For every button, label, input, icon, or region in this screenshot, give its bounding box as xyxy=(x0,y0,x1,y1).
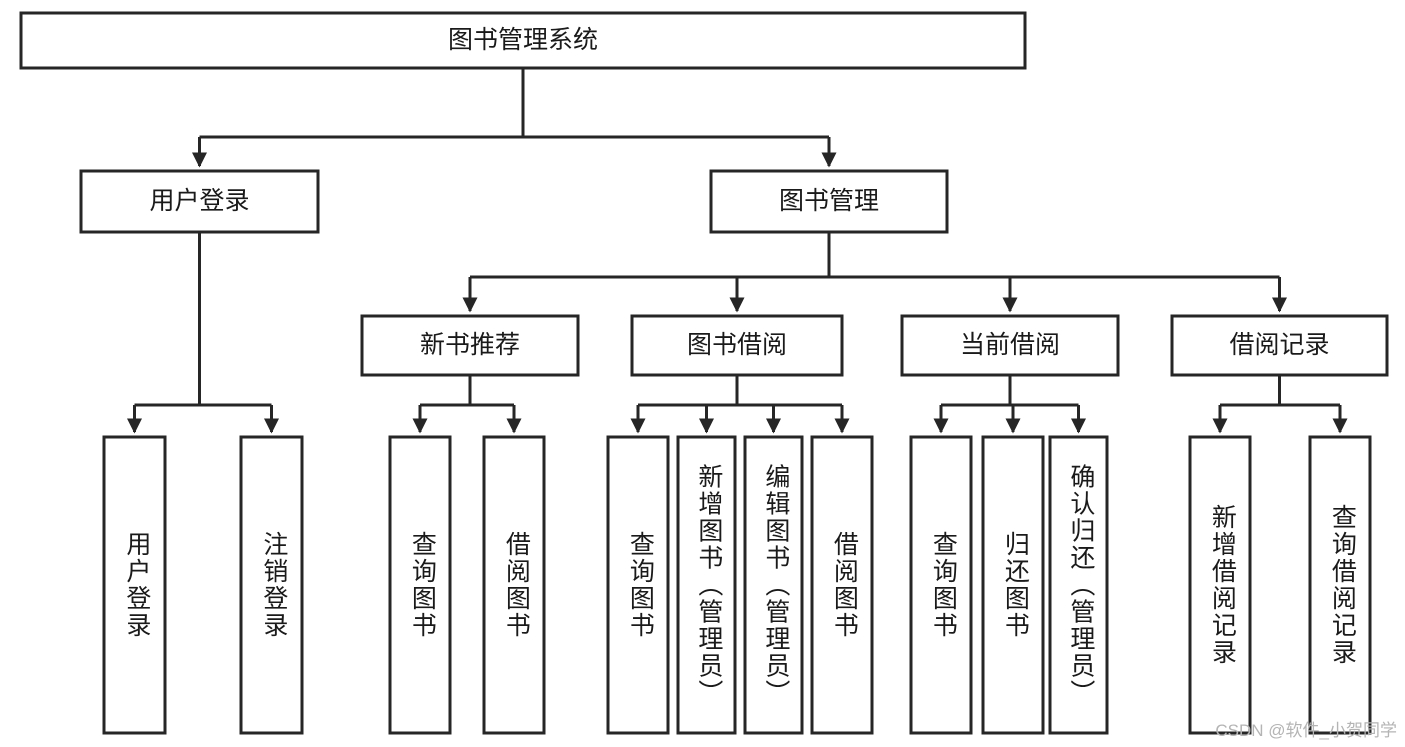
node-查询图书[interactable]: 查询图书 xyxy=(388,435,452,735)
node-查询图书[interactable]: 查询图书 xyxy=(909,435,973,735)
node-图书管理[interactable]: 图书管理 xyxy=(709,169,949,234)
node-查询图书-label: 查询图书 xyxy=(626,531,655,639)
node-借阅记录-box[interactable] xyxy=(1170,314,1389,377)
node-借阅图书-box[interactable] xyxy=(810,435,874,735)
node-注销登录[interactable]: 注销登录 xyxy=(239,435,304,735)
node-借阅图书-label: 借阅图书 xyxy=(830,531,859,639)
connector-layer xyxy=(127,68,1348,434)
node-当前借阅-box[interactable] xyxy=(900,314,1120,377)
node-用户登录-label: 用户登录 xyxy=(123,531,152,639)
node-归还图书-box[interactable] xyxy=(981,435,1045,735)
node-图书借阅-label: 图书借阅 xyxy=(687,331,787,359)
node-新增借阅记录-label: 新增借阅记录 xyxy=(1208,504,1237,666)
node-借阅记录[interactable]: 借阅记录 xyxy=(1170,314,1389,377)
node-用户登录-label: 用户登录 xyxy=(149,187,249,215)
node-用户登录[interactable]: 用户登录 xyxy=(79,169,320,234)
node-编辑图书管理员[interactable]: 编辑图书（管理员） xyxy=(743,435,804,735)
node-新增图书管理员-box[interactable] xyxy=(676,435,737,735)
node-用户登录-box[interactable] xyxy=(102,435,167,735)
node-新书推荐-label: 新书推荐 xyxy=(420,331,520,359)
node-借阅图书-label: 借阅图书 xyxy=(502,531,531,639)
node-确认归还管理员-box[interactable] xyxy=(1048,435,1109,735)
node-当前借阅-label: 当前借阅 xyxy=(960,331,1060,359)
node-编辑图书管理员-box[interactable] xyxy=(743,435,804,735)
node-注销登录-box[interactable] xyxy=(239,435,304,735)
node-当前借阅[interactable]: 当前借阅 xyxy=(900,314,1120,377)
node-图书管理-box[interactable] xyxy=(709,169,949,234)
node-注销登录-label: 注销登录 xyxy=(260,531,289,639)
node-查询借阅记录-box[interactable] xyxy=(1308,435,1372,735)
node-借阅图书-box[interactable] xyxy=(482,435,546,735)
node-图书借阅-box[interactable] xyxy=(630,314,844,377)
node-新书推荐-box[interactable] xyxy=(360,314,580,377)
node-编辑图书管理员-label: 编辑图书（管理员） xyxy=(762,464,791,707)
node-查询图书-box[interactable] xyxy=(909,435,973,735)
node-图书管理-label: 图书管理 xyxy=(779,187,879,215)
node-借阅图书[interactable]: 借阅图书 xyxy=(810,435,874,735)
node-新增借阅记录[interactable]: 新增借阅记录 xyxy=(1188,435,1252,735)
node-归还图书[interactable]: 归还图书 xyxy=(981,435,1045,735)
node-查询借阅记录-label: 查询借阅记录 xyxy=(1328,504,1357,666)
node-查询图书-label: 查询图书 xyxy=(929,531,958,639)
node-图书管理系统-label: 图书管理系统 xyxy=(448,26,598,54)
node-图书管理系统-box[interactable] xyxy=(19,11,1027,70)
node-确认归还管理员[interactable]: 确认归还（管理员） xyxy=(1048,435,1109,735)
node-用户登录-box[interactable] xyxy=(79,169,320,234)
node-新增图书管理员-label: 新增图书（管理员） xyxy=(695,464,724,707)
node-新增借阅记录-box[interactable] xyxy=(1188,435,1252,735)
node-新增图书管理员[interactable]: 新增图书（管理员） xyxy=(676,435,737,735)
node-归还图书-label: 归还图书 xyxy=(1001,531,1030,639)
node-新书推荐[interactable]: 新书推荐 xyxy=(360,314,580,377)
node-图书借阅[interactable]: 图书借阅 xyxy=(630,314,844,377)
node-借阅图书[interactable]: 借阅图书 xyxy=(482,435,546,735)
node-layer: 图书管理系统用户登录图书管理新书推荐图书借阅当前借阅借阅记录用户登录注销登录查询… xyxy=(19,11,1389,735)
node-查询图书-box[interactable] xyxy=(606,435,670,735)
node-图书管理系统[interactable]: 图书管理系统 xyxy=(19,11,1027,70)
node-借阅记录-label: 借阅记录 xyxy=(1229,331,1329,359)
node-确认归还管理员-label: 确认归还（管理员） xyxy=(1067,464,1096,707)
node-查询借阅记录[interactable]: 查询借阅记录 xyxy=(1308,435,1372,735)
node-查询图书-box[interactable] xyxy=(388,435,452,735)
node-查询图书[interactable]: 查询图书 xyxy=(606,435,670,735)
node-用户登录[interactable]: 用户登录 xyxy=(102,435,167,735)
node-查询图书-label: 查询图书 xyxy=(408,531,437,639)
